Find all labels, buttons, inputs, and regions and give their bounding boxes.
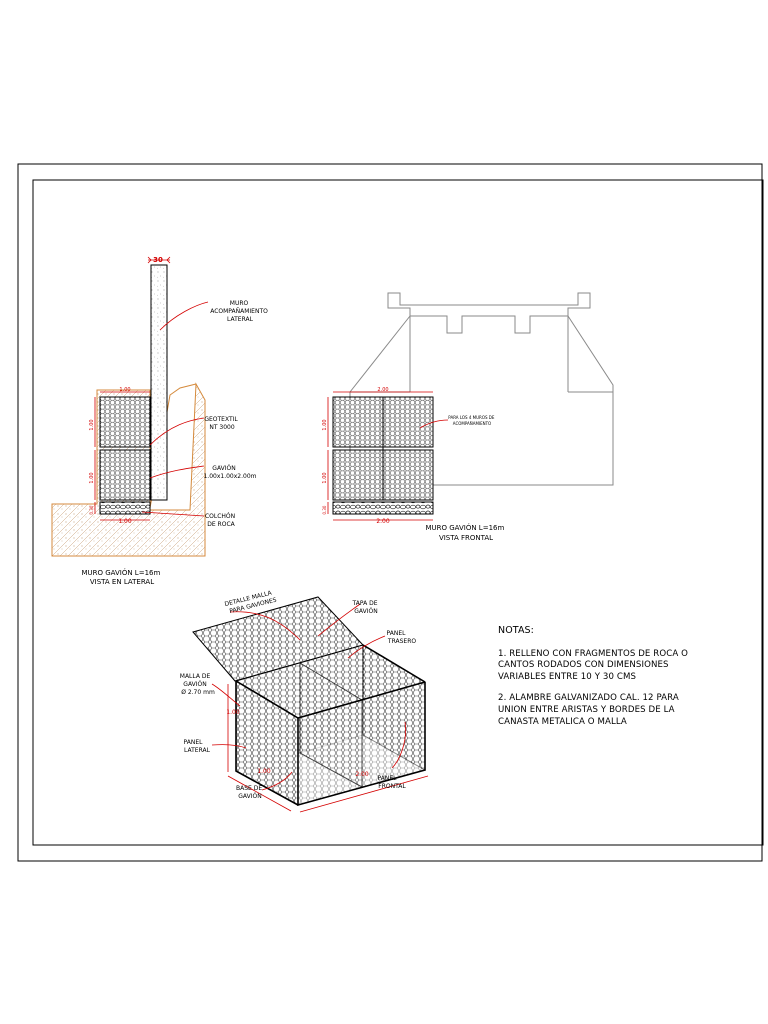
frontal-dim-h2: 1.00	[322, 472, 328, 483]
outer-frame	[17, 163, 763, 862]
label-malla: MALLA DE GAVIÓN Ø 2.70 mm	[180, 673, 215, 696]
label-frontal-note: PARA LOS 4 MUROS DE ACOMPAÑAMIENTO	[448, 415, 495, 426]
note-item-1: 1. RELLENO CON FRAGMENTOS DE ROCA O CANT…	[498, 648, 689, 682]
dim-base-height: 0.30	[89, 505, 94, 514]
inner-frame	[32, 179, 764, 846]
dim-height-1: 1.00	[89, 419, 95, 430]
gabion-upper	[99, 396, 151, 448]
gabion-detail-3d: 1.00 1.00 2.00 DETALLE MALLA PARA GAVION…	[180, 589, 429, 813]
label-gavion: GAVIÓN 1.00x1.00x2.00m	[203, 465, 256, 480]
notes-title: NOTAS:	[498, 625, 534, 636]
frontal-dim-base-h: 0.30	[322, 505, 327, 514]
frontal-dim-top: 2.00	[377, 387, 388, 393]
note-item-2: 2. ALAMBRE GALVANIZADO CAL. 12 PARA UNIO…	[498, 693, 679, 727]
detail-dim-height: 1.00	[226, 709, 240, 716]
frontal-dim-bottom: 2.00	[376, 518, 390, 525]
label-panel-frontal: PANEL FRONTAL	[378, 775, 407, 790]
dim-wall-width: 30	[153, 256, 163, 264]
label-muro-lateral: MURO ACOMPAÑAMIENTO LATERAL	[210, 300, 270, 323]
lateral-view: 30 1.00 1.00 1.00 0.30 1.00 MURO ACOMPAÑ…	[51, 256, 270, 586]
label-tapa: TAPA DE GAVIÓN	[352, 600, 380, 615]
dim-height-2: 1.00	[89, 472, 95, 483]
label-colchon: COLCHÓN DE ROCA	[205, 513, 237, 528]
caption-lateral: MURO GAVIÓN L=16m VISTA EN LATERAL	[81, 568, 162, 586]
frontal-rock-mattress	[332, 501, 434, 515]
dim-base-width: 1.00	[118, 518, 132, 525]
gabion-lower	[99, 449, 151, 501]
label-panel-trasero: PANEL TRASERO	[387, 630, 417, 645]
detail-dim-length: 2.00	[355, 771, 369, 778]
dim-gabion-width: 1.00	[119, 387, 130, 393]
label-base: BASE DE GAVIÓN	[236, 785, 264, 800]
detail-dim-width: 1.00	[257, 768, 271, 775]
geotextile-line	[100, 404, 151, 501]
label-panel-lateral: PANEL LATERAL	[184, 739, 211, 754]
notes-section: NOTAS: 1. RELLENO CON FRAGMENTOS DE ROCA…	[498, 625, 698, 738]
frontal-view: 2.00 1.00 1.00 0.30 2.00 PARA LOS 4 MURO…	[322, 292, 614, 542]
frontal-dim-h1: 1.00	[322, 419, 328, 430]
retaining-wall	[150, 264, 168, 501]
rock-mattress	[99, 501, 151, 515]
caption-frontal: MURO GAVIÓN L=16m VISTA FRONTAL	[425, 523, 506, 542]
label-geotextil: GEOTEXTIL NT 3000	[204, 416, 239, 431]
